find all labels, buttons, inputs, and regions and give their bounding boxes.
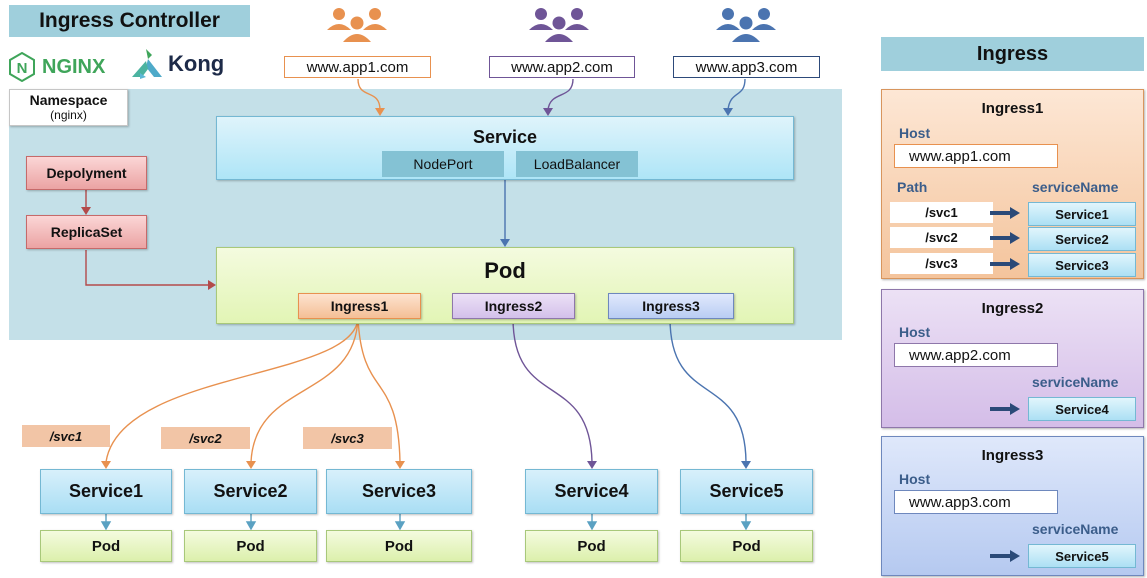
arrowhead [246,461,256,469]
host-label: Host [899,324,931,340]
rule-path: /svc1 [890,202,993,223]
arrow-right-icon [990,550,1020,562]
arrow-app1-to-service [357,78,381,111]
ingress1-card[interactable]: Ingress1 Host www.app1.com Path serviceN… [881,89,1144,279]
rule-path: /svc2 [890,227,993,248]
pod-box-4[interactable]: Pod [525,530,658,562]
host-value: www.app2.com [894,343,1058,367]
host-value: www.app3.com [894,490,1058,514]
users-group-icon [716,8,776,42]
arrowhead [101,461,111,469]
pod-box[interactable]: Pod Ingress1 Ingress2 Ingress3 [216,247,794,324]
arrowhead [208,280,216,290]
rule-service: Service4 [1028,397,1136,421]
pod-box-3[interactable]: Pod [326,530,472,562]
service-type-loadbalancer: LoadBalancer [516,151,638,177]
arrowhead [375,108,385,116]
ingress-card-name: Ingress1 [981,100,1044,117]
nginx-logo-text: NGINX [42,55,106,78]
arrow-replicaset-to-pod [85,250,208,286]
service-name-label: serviceName [1032,521,1119,537]
ingress-card-name: Ingress3 [981,447,1044,464]
arrowhead [543,108,553,116]
pod-box-1[interactable]: Pod [40,530,172,562]
namespace-label: Namespace (nginx) [9,89,128,126]
rule-service: Service3 [1028,253,1136,277]
nginx-logo: N NGINX [8,52,105,82]
arrow-app2-to-service [547,78,574,111]
namespace-title: Namespace [29,92,108,109]
replicaset-box[interactable]: ReplicaSet [26,215,147,249]
route-ingress2-to-service4 [512,317,593,463]
arrowhead [587,461,597,469]
path-label-svc3: /svc3 [303,427,392,449]
path-label-svc2: /svc2 [161,427,250,449]
arrowhead [500,239,510,247]
route-svc2 [250,317,359,463]
rule-service: Service5 [1028,544,1136,568]
service-title: Service [472,127,538,147]
namespace-value: (nginx) [50,107,87,122]
kong-logo: Kong [128,47,224,81]
service-box[interactable]: Service NodePort LoadBalancer [216,116,794,180]
service-name-label: serviceName [1032,374,1119,390]
service3-box[interactable]: Service3 [326,469,472,514]
path-label: Path [897,179,928,195]
arrow-right-icon [990,207,1020,219]
route-svc3 [357,317,401,463]
arrow-right-icon [990,258,1020,270]
users-group-icon [327,8,387,42]
route-svc1 [105,317,359,463]
users-group-icon [529,8,589,42]
host-label: Host [899,125,931,141]
svg-text:N: N [17,60,28,77]
host-label: Host [899,471,931,487]
arrow-app3-to-service [727,78,746,111]
arrowhead [741,461,751,469]
ingress-card-name: Ingress2 [981,300,1044,317]
domain-app1: www.app1.com [284,56,431,78]
arrowhead [723,108,733,116]
pod-box-5[interactable]: Pod [680,530,813,562]
ingress-panel-title: Ingress [881,37,1144,71]
rule-path: /svc3 [890,253,993,274]
ingress2-chip[interactable]: Ingress2 [452,293,575,319]
arrowhead [395,461,405,469]
service-name-label: serviceName [1032,179,1119,195]
service-type-nodeport: NodePort [382,151,504,177]
route-ingress3-to-service5 [669,317,747,463]
domain-app3: www.app3.com [673,56,820,78]
kong-logo-text: Kong [168,51,225,76]
pod-box-2[interactable]: Pod [184,530,317,562]
ingress2-card[interactable]: Ingress2 Host www.app2.com serviceName S… [881,289,1144,428]
rule-service: Service1 [1028,202,1136,226]
service5-box[interactable]: Service5 [680,469,813,514]
deployment-box[interactable]: Depolyment [26,156,147,190]
arrowhead [81,207,91,215]
domain-app2: www.app2.com [489,56,635,78]
arrow-right-icon [990,232,1020,244]
rule-service: Service2 [1028,227,1136,251]
arrow-right-icon [990,403,1020,415]
host-value: www.app1.com [894,144,1058,168]
service4-box[interactable]: Service4 [525,469,658,514]
service1-box[interactable]: Service1 [40,469,172,514]
ingress-controller-title: Ingress Controller [9,5,250,37]
ingress3-chip[interactable]: Ingress3 [608,293,734,319]
service2-box[interactable]: Service2 [184,469,317,514]
kong-gorilla-icon [132,49,162,79]
ingress1-chip[interactable]: Ingress1 [298,293,421,319]
pod-title: Pod [484,258,526,283]
ingress3-card[interactable]: Ingress3 Host www.app3.com serviceName S… [881,436,1144,576]
nginx-hexagon-icon: N [9,52,35,82]
path-label-svc1: /svc1 [22,425,110,447]
